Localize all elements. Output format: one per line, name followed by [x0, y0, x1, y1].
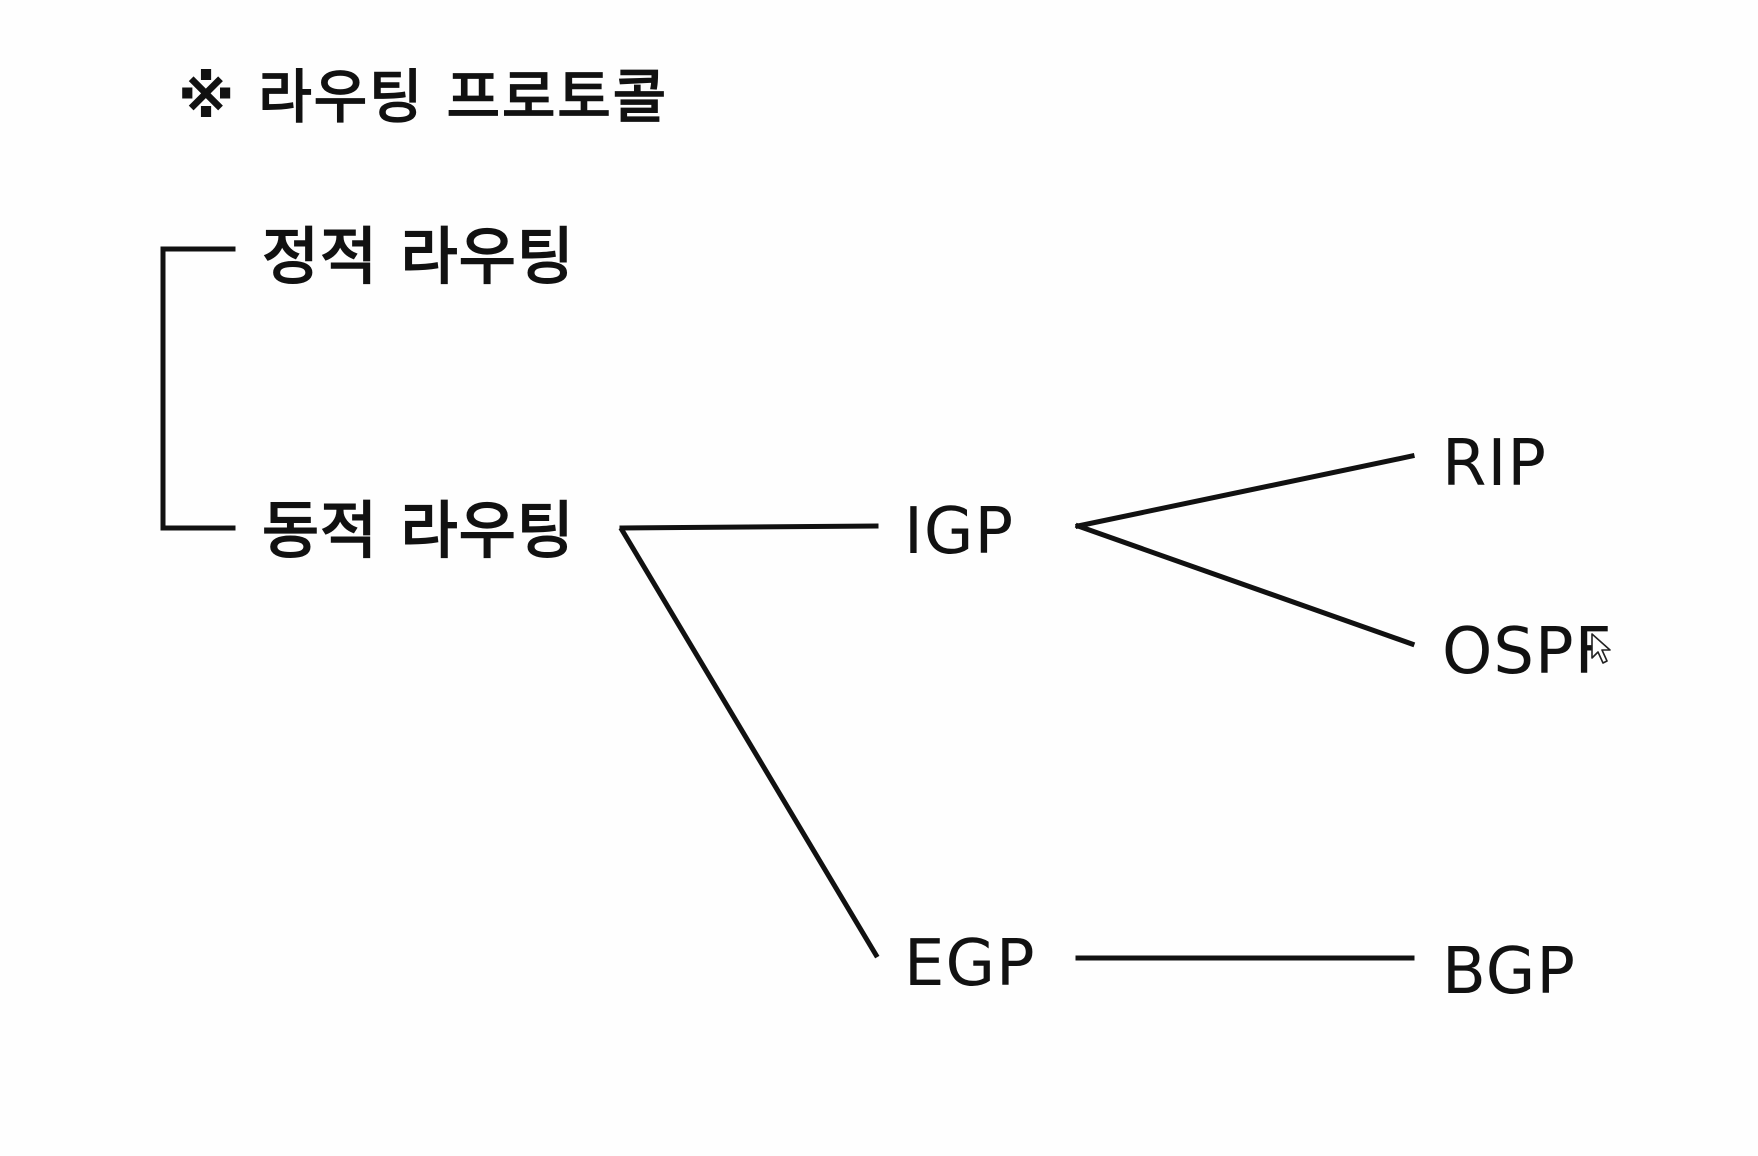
connector-dynamic-egp	[618, 526, 880, 959]
node-ospf: OSPF	[1442, 615, 1613, 689]
node-static-routing: 정적 라우팅	[262, 220, 575, 293]
title-text: 라우팅 프로토콜	[258, 63, 669, 131]
node-igp: IGP	[904, 495, 1015, 569]
reference-mark-icon: ※	[178, 63, 237, 131]
node-bgp: BGP	[1442, 935, 1576, 1009]
node-dynamic-routing: 동적 라우팅	[262, 494, 575, 567]
node-rip: RIP	[1442, 427, 1547, 501]
connector-igp-rip	[1075, 453, 1415, 529]
connector-dynamic-igp	[619, 523, 879, 531]
mouse-pointer-icon	[1591, 633, 1611, 664]
connector-igp-ospf	[1074, 522, 1416, 648]
node-egp: EGP	[904, 927, 1036, 1001]
page-title: ※라우팅 프로토콜	[178, 68, 668, 126]
connector-root-static	[160, 246, 236, 531]
